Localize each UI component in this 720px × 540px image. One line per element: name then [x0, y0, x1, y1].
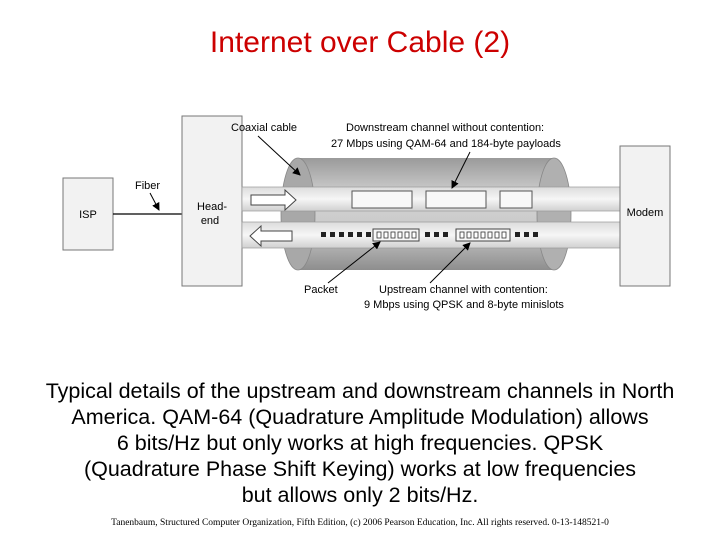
packet-slot: [487, 231, 493, 239]
caption-line-1: Typical details of the upstream and down…: [45, 379, 675, 403]
upstream-packet-2-slots: [459, 231, 507, 239]
modem-label: Modem: [627, 207, 664, 219]
packet-slot: [397, 231, 403, 239]
packet-slot: [383, 231, 389, 239]
modem-box: [619, 145, 671, 287]
coax-cable-left-end: [280, 157, 316, 271]
upstream-packet-1-slots: [376, 231, 417, 239]
caption: Typical details of the upstream and down…: [0, 378, 720, 508]
fiber-pointer: [149, 192, 160, 211]
slide-title: Internet over Cable (2): [209, 26, 511, 59]
packet-slot: [473, 231, 479, 239]
upstream-arrow: [249, 224, 293, 248]
minislot: [434, 232, 439, 237]
headend-label-line2: end: [201, 215, 219, 227]
packet-slot: [411, 231, 417, 239]
packet-slot: [376, 231, 382, 239]
packet-slot: [390, 231, 396, 239]
packet-slot: [480, 231, 486, 239]
caption-line-5: but allows only 2 bits/Hz.: [241, 483, 479, 507]
caption-line-4: (Quadrature Phase Shift Keying) works at…: [83, 457, 637, 481]
coax-label: Coaxial cable: [231, 122, 297, 134]
downstream-payload-1: [351, 190, 413, 209]
minislot: [366, 232, 371, 237]
downstream-label-line2: 27 Mbps using QAM-64 and 184-byte payloa…: [331, 138, 561, 150]
upstream-lane: [241, 221, 623, 249]
copyright-footer: Tanenbaum, Structured Computer Organizat…: [111, 518, 609, 528]
isp-label: ISP: [79, 209, 97, 221]
packet-slot: [494, 231, 500, 239]
packet-slot: [459, 231, 465, 239]
caption-line-3: 6 bits/Hz but only works at high frequen…: [116, 431, 604, 455]
downstream-arrow: [250, 188, 297, 212]
downstream-payload-3: [499, 190, 533, 209]
minislot: [524, 232, 529, 237]
packet-slot: [404, 231, 410, 239]
upstream-minislots: [321, 232, 538, 237]
coax-pointer: [257, 135, 301, 176]
downstream-label-line1: Downstream channel without contention:: [346, 122, 544, 134]
headend-box: [181, 115, 243, 287]
packet-label: Packet: [304, 284, 338, 296]
fiber-label: Fiber: [135, 180, 160, 192]
minislot: [330, 232, 335, 237]
downstream-pointer: [451, 151, 471, 189]
coax-cable-right-end: [536, 157, 572, 271]
isp-box: [62, 177, 114, 251]
minislot: [533, 232, 538, 237]
minislot: [321, 232, 326, 237]
minislot: [348, 232, 353, 237]
minislot: [339, 232, 344, 237]
headend-label-line1: Head-: [197, 201, 227, 213]
upstream-label-line2: 9 Mbps using QPSK and 8-byte minislots: [364, 299, 564, 311]
packet-slot: [466, 231, 472, 239]
minislot: [515, 232, 520, 237]
packet-slot: [501, 231, 507, 239]
coax-cable: [298, 158, 554, 270]
caption-line-2: America. QAM-64 (Quadrature Amplitude Mo…: [71, 405, 649, 429]
upstream-pointer: [429, 242, 471, 284]
upstream-label-line1: Upstream channel with contention:: [379, 284, 548, 296]
packet-pointer: [327, 241, 381, 284]
minislot: [357, 232, 362, 237]
minislot: [443, 232, 448, 237]
downstream-payload-2: [425, 190, 487, 209]
minislot: [425, 232, 430, 237]
